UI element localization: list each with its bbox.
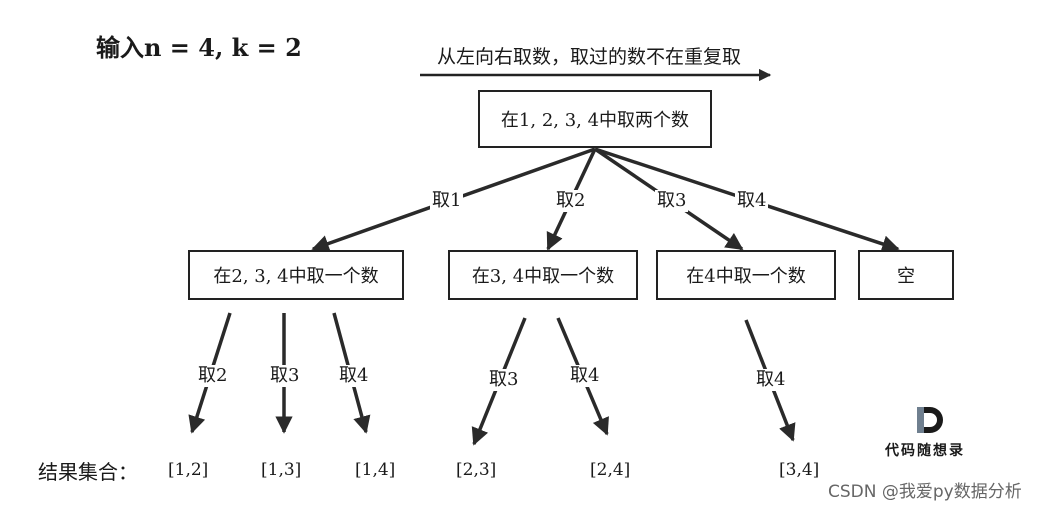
node-take-1: 在2, 3, 4中取一个数 bbox=[188, 250, 404, 300]
logo-text: 代码随想录 bbox=[885, 443, 965, 459]
root-node: 在1, 2, 3, 4中取两个数 bbox=[478, 90, 712, 148]
watermark: CSDN @我爱py数据分析 bbox=[828, 482, 1022, 502]
result-item: [3,4] bbox=[779, 460, 820, 480]
results-label: 结果集合： bbox=[38, 460, 138, 484]
node-take-4: 空 bbox=[858, 250, 954, 300]
result-item: [2,4] bbox=[590, 460, 631, 480]
node-take-3: 在4中取一个数 bbox=[656, 250, 836, 300]
edge-label-l2: 取3 bbox=[487, 369, 521, 391]
node-take-2: 在3, 4中取一个数 bbox=[448, 250, 638, 300]
edge-label-l2: 取4 bbox=[337, 365, 371, 387]
result-item: [1,4] bbox=[355, 460, 396, 480]
page-title: 输入n = 4, k = 2 bbox=[96, 33, 302, 62]
direction-note: 从左向右取数，取过的数不在重复取 bbox=[437, 46, 742, 68]
edge-label-take-2: 取2 bbox=[554, 190, 588, 212]
edge-label-take-3: 取3 bbox=[655, 190, 689, 212]
edge-label-take-4: 取4 bbox=[735, 190, 769, 212]
edge-label-l2: 取2 bbox=[196, 365, 230, 387]
edge-label-l2: 取4 bbox=[568, 365, 602, 387]
edge-label-l2: 取3 bbox=[268, 365, 302, 387]
edge-label-l2: 取4 bbox=[754, 369, 788, 391]
edge-label-take-1: 取1 bbox=[430, 190, 464, 212]
result-item: [1,3] bbox=[261, 460, 302, 480]
result-item: [1,2] bbox=[168, 460, 209, 480]
result-item: [2,3] bbox=[456, 460, 497, 480]
